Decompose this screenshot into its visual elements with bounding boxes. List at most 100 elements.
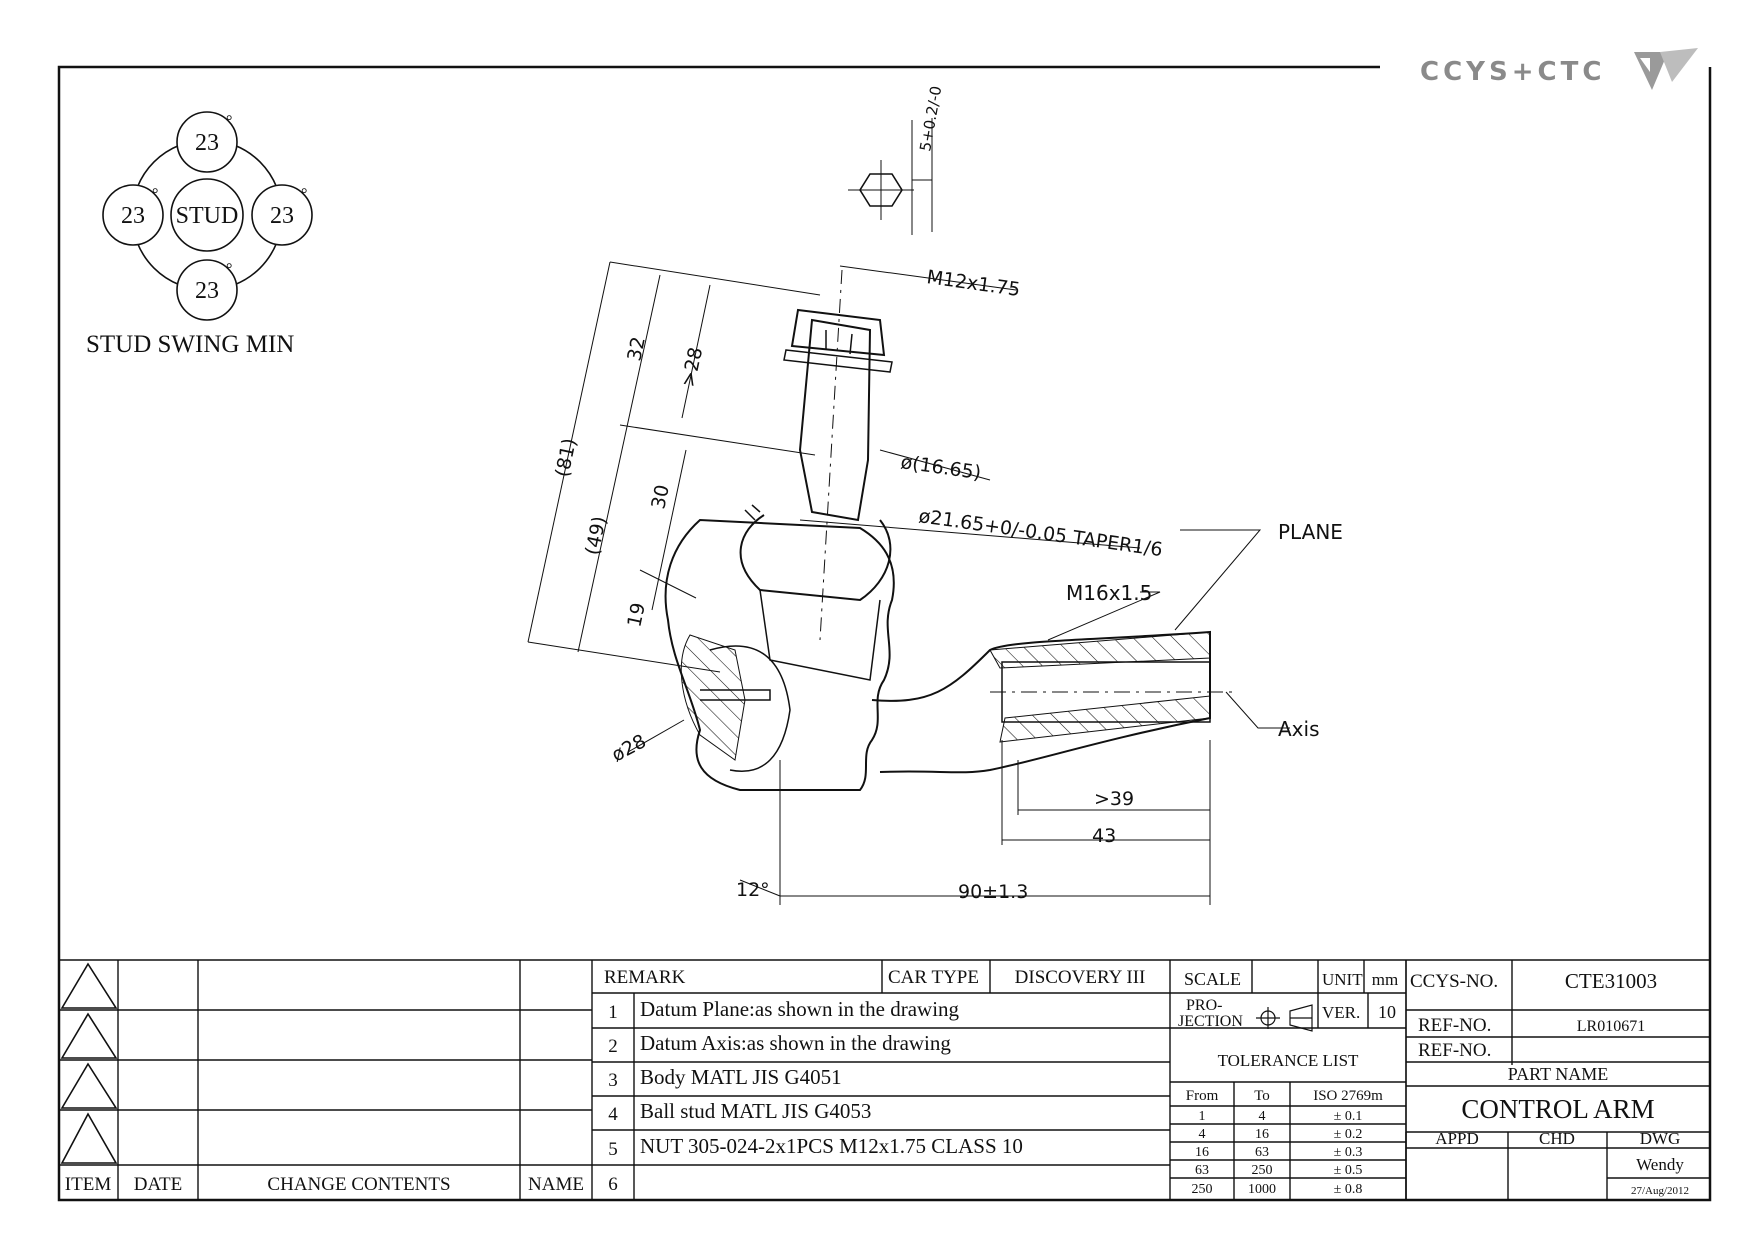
ref-no-value: LR010671 — [1577, 1018, 1645, 1035]
col-change-contents: CHANGE CONTENTS — [267, 1174, 450, 1195]
ver-label: VER. — [1322, 1003, 1360, 1022]
swing-caption: STUD SWING MIN — [86, 331, 294, 358]
tol-value: ± 0.5 — [1334, 1163, 1363, 1178]
drawer-name: Wendy — [1636, 1155, 1684, 1174]
ccys-no-value: CTE31003 — [1565, 969, 1657, 993]
drawing-border — [57, 65, 1712, 1202]
unit-label: UNIT — [1322, 970, 1363, 989]
dimension-labels: 5+0.2/-0 M12x1.75 32 >28 (81) (49) 30 19… — [551, 85, 1343, 903]
col-name: NAME — [528, 1174, 584, 1195]
dim-90: 90±1.3 — [958, 881, 1028, 903]
remark-text: NUT 305-024-2x1PCS M12x1.75 CLASS 10 — [640, 1134, 1023, 1158]
remark-no: 2 — [608, 1036, 618, 1057]
brand-mark-icon — [1634, 48, 1698, 90]
remark-text: Datum Axis:as shown in the drawing — [640, 1031, 951, 1055]
revision-triangle-icon — [60, 1062, 118, 1109]
degree-mark: ° — [301, 186, 307, 203]
appd-label: APPD — [1435, 1129, 1478, 1148]
dim-angle-12: 12° — [736, 879, 770, 901]
scale-label: SCALE — [1184, 969, 1241, 989]
degree-mark: ° — [226, 261, 232, 278]
part-drawing: 5+0.2/-0 M12x1.75 32 >28 (81) (49) 30 19… — [527, 85, 1343, 905]
swing-angle-right: 23 — [270, 203, 294, 229]
dim-nut-thickness: 5+0.2/-0 — [916, 85, 945, 153]
tol-from: 16 — [1195, 1145, 1209, 1160]
chd-label: CHD — [1539, 1129, 1575, 1148]
ccys-no-label: CCYS-NO. — [1410, 971, 1498, 992]
tol-value: ± 0.1 — [1334, 1109, 1363, 1124]
swing-angle-top: 23 — [195, 130, 219, 156]
dim-28: >28 — [677, 345, 707, 389]
unit-value: mm — [1372, 970, 1398, 989]
remark-text: Body MATL JIS G4051 — [640, 1065, 842, 1089]
tol-from: 63 — [1195, 1163, 1209, 1178]
remark-no: 4 — [608, 1104, 618, 1125]
dim-43: 43 — [1092, 825, 1116, 847]
remark-no: 3 — [608, 1070, 618, 1091]
part-name-label: PART NAME — [1508, 1064, 1608, 1084]
dim-49: (49) — [581, 514, 611, 557]
tol-value: ± 0.8 — [1334, 1182, 1363, 1197]
dim-thread-side: M16x1.5 — [1066, 581, 1152, 605]
stud-label: STUD — [176, 203, 239, 229]
dim-39: >39 — [1094, 788, 1134, 810]
projection-label: JECTION — [1178, 1013, 1243, 1030]
tol-to: 63 — [1255, 1145, 1269, 1160]
remark-text: Ball stud MATL JIS G4053 — [640, 1099, 871, 1123]
drawing-date: 27/Aug/2012 — [1631, 1185, 1689, 1197]
dwg-label: DWG — [1640, 1129, 1681, 1148]
tol-from: 4 — [1199, 1127, 1206, 1142]
tol-to: 16 — [1255, 1127, 1269, 1142]
title-block: ITEM DATE CHANGE CONTENTS NAME REMARK CA… — [59, 959, 1710, 1200]
col-item: ITEM — [65, 1174, 112, 1195]
dim-dia-1665: ø(16.65) — [899, 451, 982, 484]
tol-value: ± 0.2 — [1334, 1127, 1363, 1142]
tol-to: 1000 — [1248, 1182, 1276, 1197]
projection-label: PRO- — [1186, 997, 1222, 1014]
tol-to: 250 — [1252, 1163, 1273, 1178]
ball-joint-housing — [664, 269, 895, 791]
dim-30: 30 — [647, 483, 674, 511]
dim-thread-top: M12x1.75 — [925, 266, 1021, 301]
dim-32: 32 — [623, 335, 650, 363]
remark-no: 5 — [608, 1139, 618, 1160]
tol-to-header: To — [1254, 1088, 1270, 1104]
tolerance-title: TOLERANCE LIST — [1218, 1051, 1359, 1070]
ref-no-label: REF-NO. — [1418, 1015, 1491, 1036]
part-name-value: CONTROL ARM — [1461, 1094, 1654, 1124]
revision-triangle-icon — [60, 1012, 118, 1059]
brand-logo: CCYS+CTC — [1420, 48, 1698, 90]
control-arm-body — [871, 630, 1236, 774]
ref-no-label: REF-NO. — [1418, 1040, 1491, 1061]
col-date: DATE — [134, 1174, 183, 1195]
projection-symbol-icon — [1256, 1004, 1313, 1032]
nut-side-view — [848, 118, 933, 235]
remark-no: 1 — [608, 1002, 618, 1023]
degree-mark: ° — [152, 186, 158, 203]
revision-triangle-icon — [60, 1112, 118, 1164]
revision-triangle-icon — [60, 962, 118, 1009]
dimension-lines — [527, 261, 1290, 905]
tol-to: 4 — [1259, 1109, 1266, 1124]
car-type-label: CAR TYPE — [888, 967, 979, 988]
swing-angle-left: 23 — [121, 203, 145, 229]
label-plane: PLANE — [1278, 520, 1343, 544]
car-type-value: DISCOVERY III — [1015, 967, 1146, 988]
tol-from: 250 — [1192, 1182, 1213, 1197]
stud-swing-diagram: STUD 23 23 23 23 ° ° ° ° STUD SWING MIN — [86, 111, 313, 358]
dim-dia-28: ø28 — [608, 730, 650, 766]
degree-mark: ° — [226, 113, 232, 130]
dim-19: 19 — [623, 601, 650, 629]
tol-from-header: From — [1186, 1088, 1219, 1104]
ver-value: 10 — [1378, 1002, 1396, 1022]
tol-from: 1 — [1199, 1109, 1206, 1124]
label-axis: Axis — [1278, 717, 1320, 741]
tol-iso-header: ISO 2769m — [1313, 1088, 1383, 1104]
tol-value: ± 0.3 — [1334, 1145, 1363, 1160]
brand-logo-text: CCYS+CTC — [1420, 57, 1605, 87]
swing-angle-bottom: 23 — [195, 278, 219, 304]
remark-no: 6 — [608, 1174, 618, 1195]
revision-markers — [60, 962, 118, 1164]
dim-81: (81) — [551, 436, 581, 479]
